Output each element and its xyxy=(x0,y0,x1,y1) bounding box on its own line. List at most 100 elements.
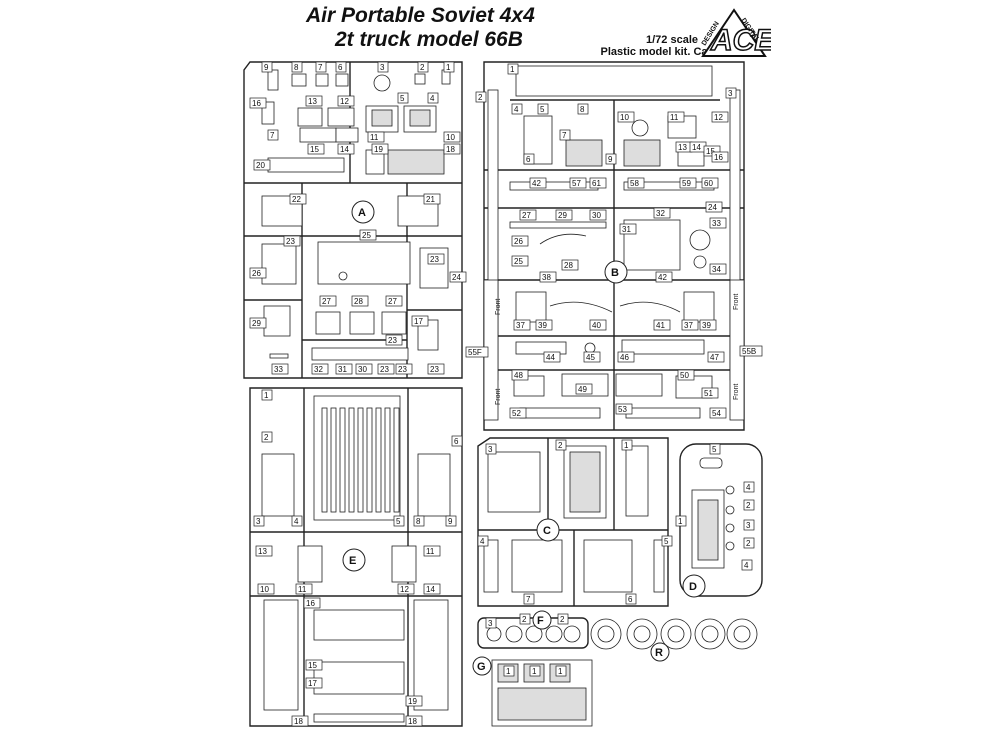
part-number-box xyxy=(701,177,719,189)
part-number: 9 xyxy=(264,63,269,72)
title-line-1: Air Portable Soviet 4x4 xyxy=(306,4,535,27)
part-number: 28 xyxy=(354,297,363,306)
part-number-box xyxy=(503,665,515,677)
part-number: 3 xyxy=(488,619,493,628)
part-number-box xyxy=(335,61,347,73)
part-number-box xyxy=(405,715,423,727)
part-number: 51 xyxy=(704,389,713,398)
logo-brand: ACE xyxy=(710,24,771,57)
part-number-box xyxy=(675,515,687,527)
part-number-box xyxy=(291,61,303,73)
part-number: 15 xyxy=(308,661,317,670)
part-number: 2 xyxy=(746,501,751,510)
part-number-box xyxy=(743,481,755,493)
part-number: 48 xyxy=(514,371,523,380)
part-number-box xyxy=(655,271,673,283)
sprue-c-label: C xyxy=(543,525,551,537)
part-number: 5 xyxy=(396,517,401,526)
part-number-box xyxy=(699,319,717,331)
part-number-box xyxy=(739,345,763,357)
part-number: 19 xyxy=(374,145,383,154)
part-number-box xyxy=(707,351,725,363)
part-number-box xyxy=(367,131,385,143)
part-number: 37 xyxy=(516,321,525,330)
part-number: 22 xyxy=(292,195,301,204)
part-number: 11 xyxy=(370,133,379,142)
part-number: 12 xyxy=(400,585,409,594)
part-number-box xyxy=(511,369,529,381)
part-number-box xyxy=(559,129,571,141)
part-number: 39 xyxy=(538,321,547,330)
part-number: 7 xyxy=(526,595,531,604)
part-number-box xyxy=(709,443,721,455)
part-number: 2 xyxy=(522,615,527,624)
part-number-box xyxy=(295,583,313,595)
part-number: 14 xyxy=(692,143,701,152)
part-number-box xyxy=(305,659,323,671)
part-number-box xyxy=(605,153,617,165)
part-number-box xyxy=(249,317,267,329)
part-number: 14 xyxy=(426,585,435,594)
part-number-box xyxy=(701,387,719,399)
part-number: 4 xyxy=(294,517,299,526)
part-number-box xyxy=(679,177,697,189)
sprue-d: D xyxy=(679,443,763,598)
part-number: 61 xyxy=(592,179,601,188)
part-number-box xyxy=(557,613,569,625)
part-number-box xyxy=(359,229,377,241)
part-number: 18 xyxy=(408,717,417,726)
part-number-box xyxy=(319,295,337,307)
part-number: 24 xyxy=(708,203,717,212)
sprue-f-label: F xyxy=(537,615,544,627)
part-number-box xyxy=(305,677,323,689)
part-number: 4 xyxy=(514,105,519,114)
part-number-box xyxy=(267,129,279,141)
part-number: 46 xyxy=(620,353,629,362)
part-number: 12 xyxy=(340,97,349,106)
part-number-box xyxy=(667,111,685,123)
cargo-floor-slat xyxy=(321,407,328,513)
part-number: 5 xyxy=(712,445,717,454)
part-number: 6 xyxy=(338,63,343,72)
part-number-box xyxy=(619,223,637,235)
cargo-floor-slat xyxy=(375,407,382,513)
part-number-box xyxy=(451,435,463,447)
part-number-box xyxy=(377,363,395,375)
part-number-box xyxy=(411,315,429,327)
part-number-box xyxy=(625,593,637,605)
part-number: 9 xyxy=(448,517,453,526)
part-number-box xyxy=(385,334,403,346)
part-number-box xyxy=(561,259,579,271)
part-number-box xyxy=(371,143,389,155)
part-number-box xyxy=(253,159,271,171)
cargo-floor-slat xyxy=(366,407,373,513)
part-number: 30 xyxy=(592,211,601,220)
part-number: 29 xyxy=(558,211,567,220)
part-number-box xyxy=(743,519,755,531)
part-number: 24 xyxy=(452,273,461,282)
part-number-box xyxy=(307,143,325,155)
part-number-box xyxy=(337,143,355,155)
part-number-box xyxy=(743,537,755,549)
part-number-box xyxy=(261,389,273,401)
part-number: 39 xyxy=(702,321,711,330)
sprue-f: F xyxy=(477,610,589,649)
part-number-box xyxy=(529,665,541,677)
part-number-box xyxy=(741,559,753,571)
part-number-box xyxy=(337,95,355,107)
part-number-box xyxy=(427,253,445,265)
part-number-box xyxy=(261,61,273,73)
part-number: 33 xyxy=(712,219,721,228)
scale-label: 1/72 scale xyxy=(646,34,698,46)
part-number: 18 xyxy=(294,717,303,726)
part-number: 33 xyxy=(274,365,283,374)
part-number: 38 xyxy=(542,273,551,282)
part-number: 23 xyxy=(430,255,439,264)
sprue-c: C xyxy=(477,437,669,607)
part-number: 4 xyxy=(430,94,435,103)
part-number-box xyxy=(709,407,727,419)
part-number: 55F xyxy=(468,348,482,357)
sprue-e: E xyxy=(249,387,463,727)
part-number: 26 xyxy=(252,269,261,278)
